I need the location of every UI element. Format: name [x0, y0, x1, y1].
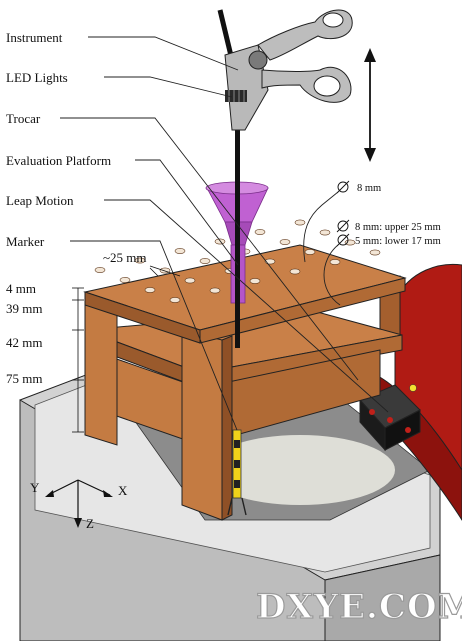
axis-y-label: Y [30, 480, 40, 495]
label-leap-motion: Leap Motion [6, 193, 74, 208]
instrument-shaft [217, 9, 240, 348]
platform-hole [144, 287, 156, 293]
hole-callouts: 8 mm 8 mm: upper 25 mm 5 mm: lower 17 mm [303, 180, 441, 306]
label-hole-single: 8 mm [357, 183, 381, 194]
instrument-handle [224, 9, 353, 131]
diameter-icon [336, 180, 350, 194]
platform-hole [294, 219, 306, 226]
platform-hole [249, 278, 261, 284]
platform-hole [344, 239, 356, 246]
dim-39mm: 39 mm [6, 301, 42, 316]
platform-hole [329, 259, 341, 265]
platform-hole [254, 229, 266, 235]
label-instrument: Instrument [6, 30, 63, 45]
platform-hole [174, 248, 186, 254]
platform-hole [199, 258, 211, 264]
label-evaluation-platform: Evaluation Platform [6, 153, 111, 168]
platform-hole [169, 297, 181, 303]
dim-4mm: 4 mm [6, 281, 36, 296]
axes-icon: Y X Z [30, 479, 128, 531]
platform-hole [289, 268, 301, 275]
callout-labels: Instrument LED Lights Trocar Evaluation … [6, 30, 111, 249]
dim-spacing: ~25 mm [103, 250, 147, 265]
platform-hole [209, 287, 221, 294]
platform-hole [94, 267, 106, 273]
label-marker: Marker [6, 234, 45, 249]
label-trocar: Trocar [6, 111, 41, 126]
dim-42mm: 42 mm [6, 335, 42, 350]
label-hole-upper: 8 mm: upper 25 mm [355, 222, 441, 233]
label-hole-lower: 5 mm: lower 17 mm [355, 236, 441, 247]
platform-hole [304, 249, 316, 255]
platform-hole [319, 229, 331, 236]
platform-hole [134, 257, 146, 264]
axis-z-label: Z [86, 516, 94, 531]
platform-hole [184, 277, 196, 284]
platform-hole [369, 249, 381, 256]
axis-x-label: X [118, 483, 128, 498]
dimension-annotations: ~25 mm 4 mm 39 mm 42 mm 75 mm [6, 250, 181, 433]
double-arrow-icon [364, 48, 376, 162]
leader-lines [60, 36, 389, 431]
dim-75mm: 75 mm [6, 371, 42, 386]
platform-hole [119, 277, 131, 283]
platform-hole [279, 239, 291, 245]
watermark: DXYE.COM [256, 587, 462, 627]
label-led-lights: LED Lights [6, 70, 68, 85]
